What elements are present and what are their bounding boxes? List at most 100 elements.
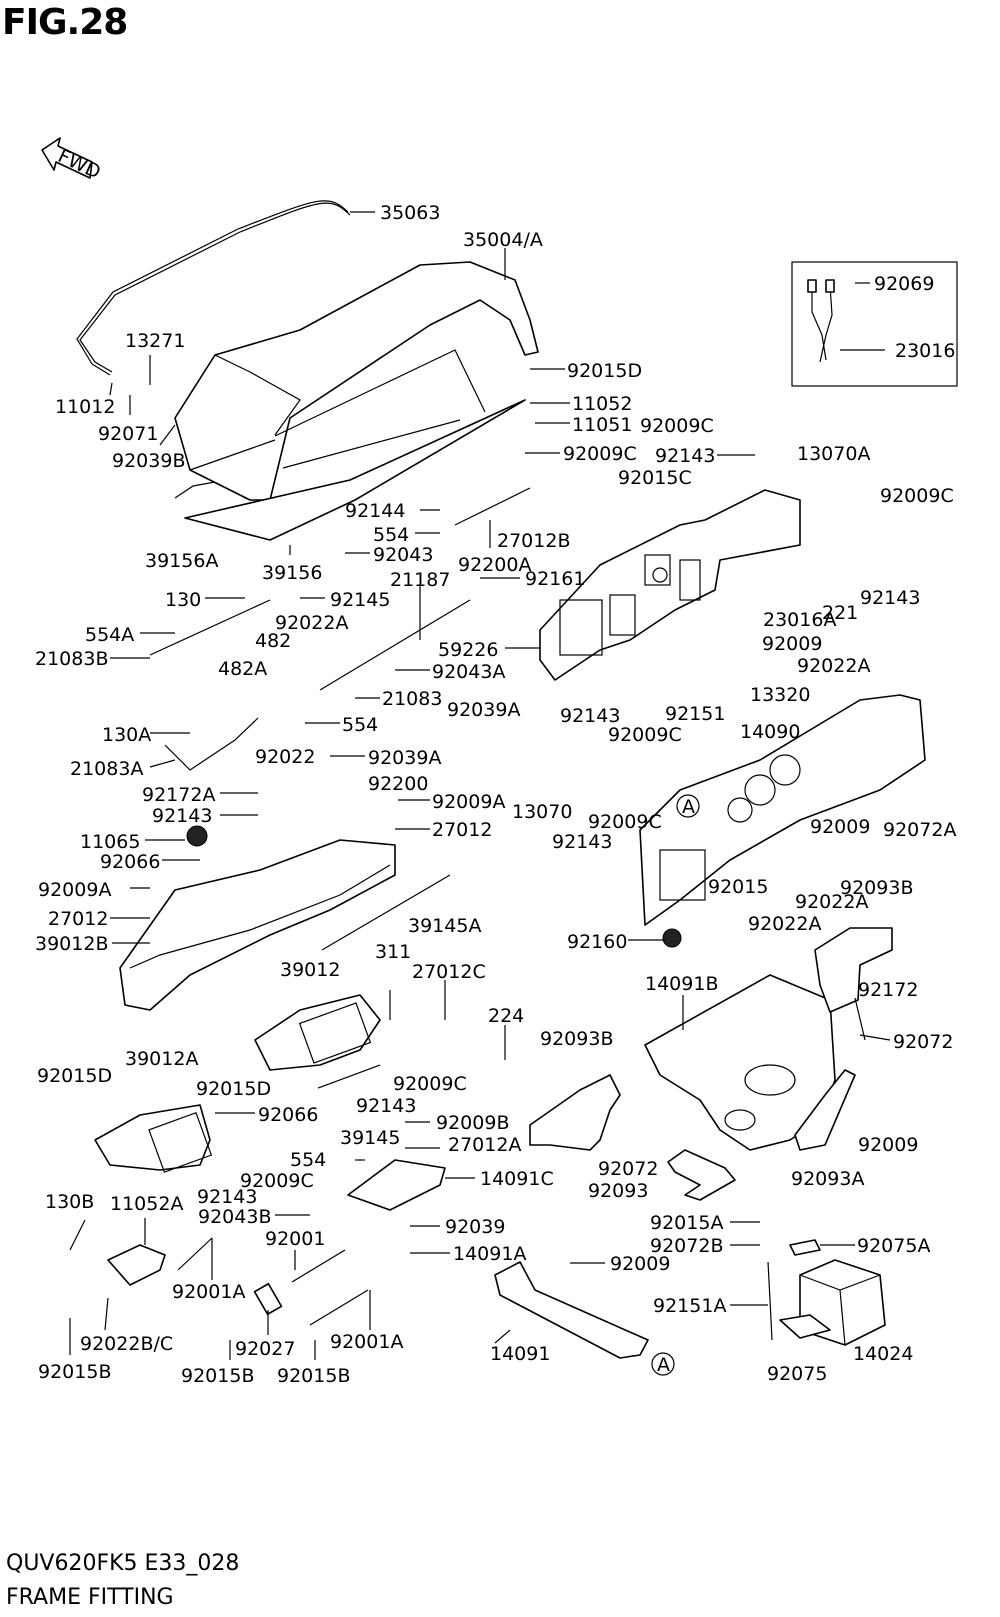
battery-strap: [789, 1239, 821, 1256]
callout: 14090: [740, 721, 800, 743]
callout: 92022B/C: [80, 1333, 173, 1355]
knob-11065: [186, 825, 208, 847]
callout: 14091C: [480, 1168, 554, 1190]
callout: 92009A: [432, 791, 505, 813]
callout: 92039A: [447, 699, 520, 721]
callout: 14091: [490, 1343, 550, 1365]
callout: 482A: [218, 658, 267, 680]
callout: 92069: [874, 273, 934, 295]
battery-rod: [767, 1261, 773, 1341]
callout: 92161: [525, 568, 585, 590]
callout: 92200A: [458, 554, 531, 576]
callout: 39012A: [125, 1048, 198, 1070]
callout: 39012: [280, 959, 340, 981]
ref-a-marker: [651, 1352, 675, 1376]
callout: 92009C: [880, 485, 954, 507]
callout: 92015B: [181, 1365, 254, 1387]
figure-code: QUV620FK5 E33_028: [6, 1551, 240, 1576]
callout: 92015: [708, 876, 768, 898]
under-plate: [494, 1261, 649, 1359]
callout: 92151A: [653, 1295, 726, 1317]
callout: 92072: [893, 1031, 953, 1053]
callout: 21187: [390, 569, 450, 591]
callout: 92009: [810, 816, 870, 838]
instrument-panel: [639, 694, 926, 926]
leader-lines: [69, 211, 891, 1360]
stay-21083a: [164, 717, 259, 771]
wire-harness: [807, 279, 835, 363]
callout: 21083: [382, 688, 442, 710]
callout: 14091A: [453, 1243, 526, 1265]
callout: 92015D: [37, 1065, 112, 1087]
collar-92027: [253, 1282, 283, 1316]
bracket-lower: [794, 1069, 856, 1151]
callout: 554: [342, 714, 378, 736]
side-tray-opening: [298, 1002, 372, 1064]
callout: 92009: [762, 633, 822, 655]
callout: 92039A: [368, 747, 441, 769]
callout: 11052: [572, 393, 632, 415]
callout: 92144: [345, 500, 405, 522]
callout: 92027: [235, 1338, 295, 1360]
callout: 92143: [560, 705, 620, 727]
callout: 554A: [85, 624, 134, 646]
callout: 92160: [567, 931, 627, 953]
callout: 92145: [330, 589, 390, 611]
bracket-right: [814, 927, 893, 1013]
callout: 92009C: [608, 724, 682, 746]
callout: 92009A: [38, 879, 111, 901]
callout: 92009: [610, 1253, 670, 1275]
callout: 92200: [368, 773, 428, 795]
rod-39145: [317, 1064, 381, 1089]
side-tray: [254, 994, 381, 1071]
floor-mat: [184, 399, 526, 541]
callout: 23016A: [763, 609, 836, 631]
callout: 92043A: [432, 661, 505, 683]
callout: 92172A: [142, 784, 215, 806]
callout: 11012: [55, 396, 115, 418]
rod-21083b: [149, 599, 271, 656]
callout: 92009C: [640, 415, 714, 437]
callout: 92001: [265, 1228, 325, 1250]
callout: 92022A: [797, 655, 870, 677]
callout: 92015A: [650, 1212, 723, 1234]
callout: 92172: [858, 979, 918, 1001]
dash-panel: [539, 489, 801, 681]
callout: 311: [375, 941, 411, 963]
callout: 92072: [598, 1158, 658, 1180]
callout: 92072A: [883, 819, 956, 841]
callout: 92015B: [277, 1365, 350, 1387]
figure-title: FIG.28: [2, 2, 128, 43]
l-bracket: [667, 1149, 736, 1201]
callout: 92015B: [38, 1361, 111, 1383]
callout: 92015D: [567, 360, 642, 382]
rod-27012b: [454, 487, 531, 526]
callout: 92022A: [275, 612, 348, 634]
callout-labels: 35063 35004/A 92069 23016 13271 11012 92…: [35, 202, 956, 1387]
bolt-92001a-2: [309, 1289, 369, 1326]
callout: 92039: [445, 1216, 505, 1238]
glove-box: [94, 1104, 211, 1171]
callout: 554: [290, 1149, 326, 1171]
callout: 27012C: [412, 961, 486, 983]
callout: 92039B: [112, 450, 185, 472]
callout: 92072B: [650, 1235, 723, 1257]
callout: 482: [255, 630, 291, 652]
storage-tray: [119, 839, 396, 1011]
callout: 11065: [80, 831, 140, 853]
fwd-label: FWD: [54, 145, 104, 184]
callout: 130: [165, 589, 201, 611]
callout: 92071: [98, 423, 158, 445]
roof-rail: [79, 202, 351, 373]
callout: 14091B: [645, 973, 718, 995]
callout: 11052A: [110, 1193, 183, 1215]
callout: 23016: [895, 340, 955, 362]
callout: 13070: [512, 801, 572, 823]
callout: 92001A: [330, 1331, 403, 1353]
callout: 92022A: [748, 913, 821, 935]
callout: 92093A: [791, 1168, 864, 1190]
callout: 39145: [340, 1127, 400, 1149]
callout: 92009C: [393, 1073, 467, 1095]
wire-harness-box: [791, 261, 958, 387]
callout: 35004/A: [463, 229, 543, 251]
